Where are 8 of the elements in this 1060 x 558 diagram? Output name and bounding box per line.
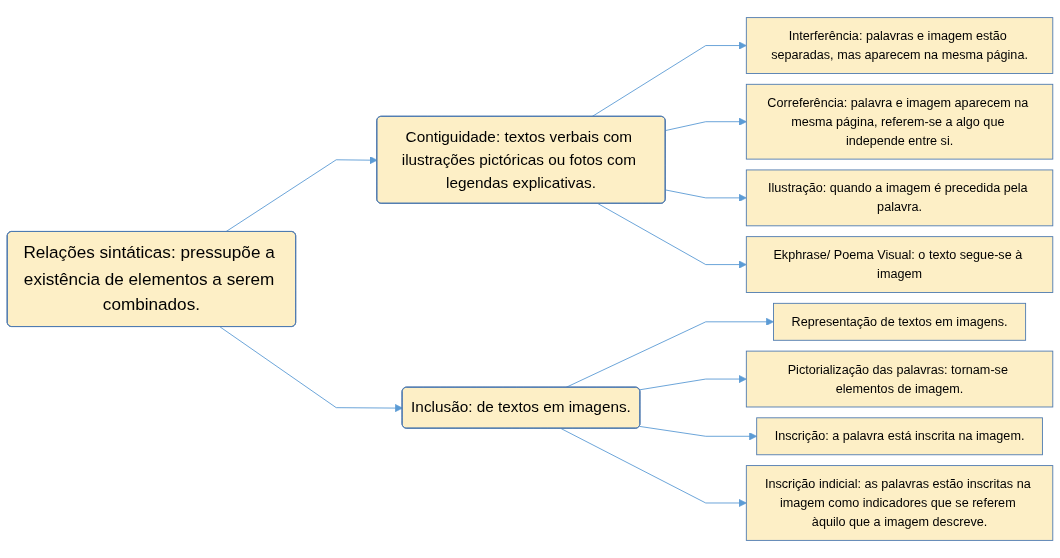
node-box: Ilustração: quando a imagem é precedida pela palavra. bbox=[745, 169, 1054, 227]
node-box: Representação de textos em imagens. bbox=[773, 302, 1027, 341]
node-box: Correferência: palavra e imagem aparecem na mesma página, referem-se a algo que independe entre si. bbox=[745, 83, 1054, 160]
node-box: Inscrição: a palavra está inscrita na imagem. bbox=[756, 417, 1043, 456]
node-box: Inscrição indicial: as palavras estão inscritas na imagem como indicadores que se referem àquilo que a imagem descreve. bbox=[745, 465, 1054, 541]
node-box: Interferência: palavras e imagem estão separadas, mas aparecem na mesma página. bbox=[745, 17, 1054, 74]
node-box: Pictorialização das palavras: tornam-se elementos de imagem. bbox=[745, 350, 1054, 408]
node-box: Ekphrase/ Poema Visual: o texto segue-se à imagem bbox=[745, 236, 1054, 293]
